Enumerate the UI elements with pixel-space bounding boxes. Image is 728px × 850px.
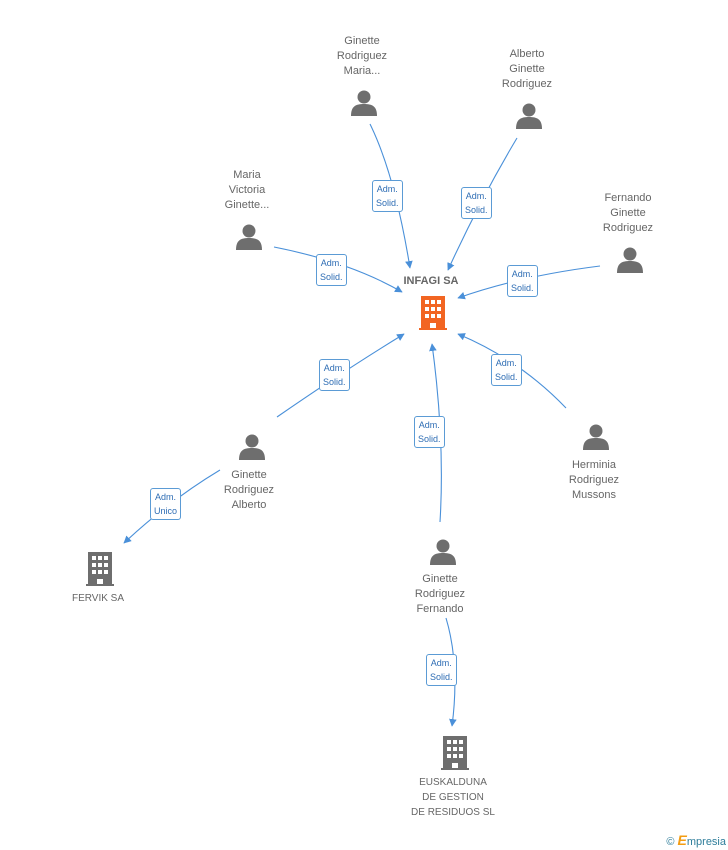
- edge-label-e7[interactable]: Adm. Solid.: [414, 416, 445, 448]
- person-icon-p6[interactable]: [583, 424, 609, 451]
- person-label-line: Herminia: [571, 459, 616, 471]
- company-building-icon-c1[interactable]: [86, 552, 114, 586]
- person-icon-p3[interactable]: [236, 224, 262, 251]
- person-label-line: Rodriguez: [501, 78, 553, 90]
- edge-label-e5[interactable]: Adm. Solid.: [319, 359, 350, 391]
- edge-label-e4[interactable]: Adm. Solid.: [507, 265, 538, 297]
- company-label-c1[interactable]: FERVIK SA: [33, 591, 163, 606]
- person-label-line: Rodriguez: [602, 222, 654, 234]
- brand-initial: E: [677, 832, 687, 848]
- edge-label-e1[interactable]: Adm. Solid.: [372, 180, 403, 212]
- person-label-line: Mussons: [571, 489, 617, 501]
- edge-label-e9[interactable]: Adm. Solid.: [426, 654, 457, 686]
- company-building-icon-c2[interactable]: [441, 736, 469, 770]
- person-icon-p7[interactable]: [430, 539, 456, 566]
- person-label-line: Ginette...: [224, 199, 270, 211]
- brand-name: mpresia: [686, 836, 726, 848]
- person-label-p3[interactable]: Maria Victoria Ginette...: [192, 168, 302, 213]
- edge-label-e8[interactable]: Adm. Unico: [150, 488, 182, 520]
- person-label-line: Victoria: [228, 184, 266, 196]
- company-label-c2[interactable]: EUSKALDUNA DE GESTION DE RESIDUOS SL: [388, 775, 518, 820]
- person-label-line: Maria: [233, 169, 261, 181]
- copyright-icon: ©: [666, 836, 675, 848]
- person-label-line: Rodriguez: [568, 474, 620, 486]
- person-icon-p5[interactable]: [239, 434, 265, 461]
- person-label-line: Maria...: [343, 65, 381, 77]
- person-label-line: Rodriguez: [336, 50, 388, 62]
- person-icon-p2[interactable]: [516, 103, 542, 130]
- person-label-p1[interactable]: Ginette Rodriguez Maria...: [307, 34, 417, 79]
- person-label-line: Ginette: [610, 207, 646, 219]
- company-label-line: DE RESIDUOS SL: [411, 807, 495, 818]
- person-label-line: Rodriguez: [223, 484, 275, 496]
- person-icon-p1[interactable]: [351, 90, 377, 117]
- person-label-p5[interactable]: Ginette Rodriguez Alberto: [194, 468, 304, 513]
- edge-label-e2[interactable]: Adm. Solid.: [461, 187, 492, 219]
- person-label-line: Fernando: [416, 603, 464, 615]
- edge-label-e3[interactable]: Adm. Solid.: [316, 254, 347, 286]
- person-label-p2[interactable]: Alberto Ginette Rodriguez: [472, 47, 582, 92]
- person-label-line: Ginette: [422, 573, 458, 585]
- person-label-p6[interactable]: Herminia Rodriguez Mussons: [539, 458, 649, 503]
- person-label-line: Fernando: [604, 192, 652, 204]
- edge-label-e6[interactable]: Adm. Solid.: [491, 354, 522, 386]
- company-label-line: FERVIK SA: [71, 593, 125, 604]
- company-label-line: EUSKALDUNA: [419, 777, 487, 788]
- person-label-line: Ginette: [509, 63, 545, 75]
- person-label-line: Alberto: [509, 48, 545, 60]
- person-label-p7[interactable]: Ginette Rodriguez Fernando: [385, 572, 495, 617]
- company-label-line: DE GESTION: [422, 792, 484, 803]
- person-label-p4[interactable]: Fernando Ginette Rodriguez: [573, 191, 683, 236]
- main-company-building-icon[interactable]: [419, 296, 447, 330]
- person-icon-p4[interactable]: [617, 247, 643, 274]
- person-label-line: Alberto: [231, 499, 267, 511]
- person-label-line: Rodriguez: [414, 588, 466, 600]
- person-label-line: Ginette: [344, 35, 380, 47]
- person-label-line: Ginette: [231, 469, 267, 481]
- main-company-label[interactable]: INFAGI SA: [403, 275, 459, 287]
- footer-brand[interactable]: © Empresia: [666, 832, 726, 848]
